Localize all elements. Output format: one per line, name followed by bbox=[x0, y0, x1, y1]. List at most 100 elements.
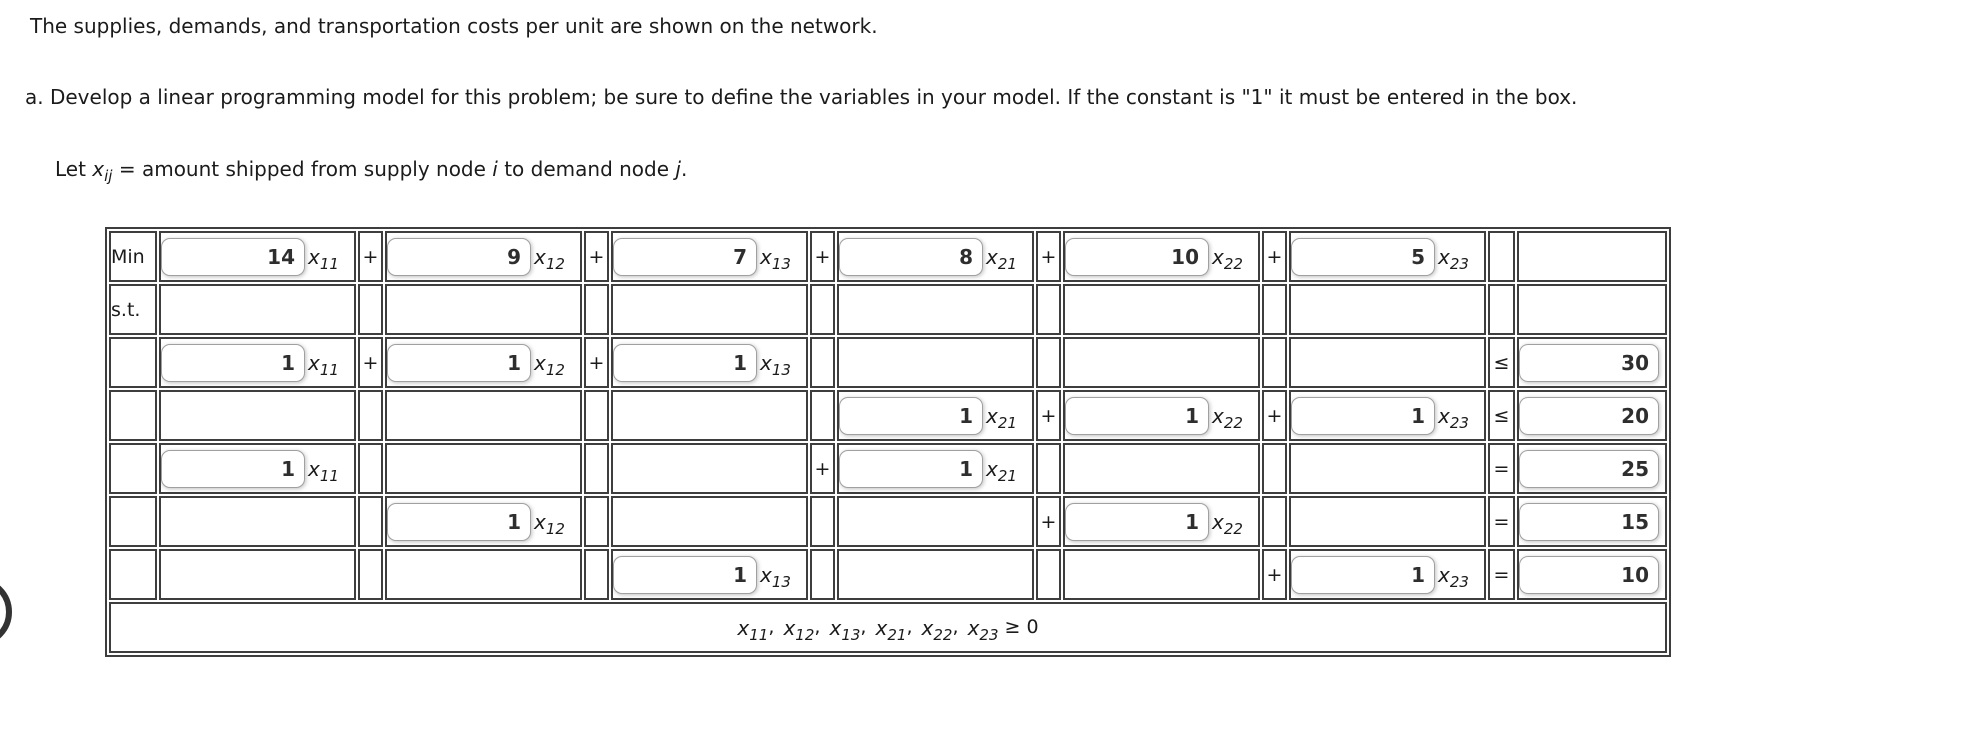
definition-between: to demand node bbox=[497, 157, 676, 181]
objective-row-coef-input-x23[interactable] bbox=[1291, 237, 1435, 276]
constraint-row-4-plus-cell-4 bbox=[1262, 496, 1287, 547]
constraint-row-1-term-cell-x22 bbox=[1063, 337, 1260, 388]
constraint-row-1-coef-input-x12[interactable] bbox=[387, 343, 531, 382]
var-label-x22: x22 bbox=[1212, 403, 1243, 432]
subject-to-row-rhs-cell bbox=[1517, 284, 1667, 335]
var-label-x22: x22 bbox=[1212, 244, 1243, 273]
var-label-x13: x13 bbox=[760, 350, 791, 379]
var-label-x22: x22 bbox=[1212, 509, 1243, 538]
plus-sign: + bbox=[362, 245, 379, 268]
constraint-row-3-plus-cell-1 bbox=[584, 443, 609, 494]
constraint-row-4-relation-cell: = bbox=[1488, 496, 1515, 547]
constraint-row-2-rhs-input[interactable] bbox=[1519, 396, 1659, 435]
constraint-row-4: x12+x22= bbox=[109, 496, 1667, 547]
constraint-row-2-term-cell-x13 bbox=[611, 390, 808, 441]
constraint-row-1-coef-input-x13[interactable] bbox=[613, 343, 757, 382]
constraint-row-5: x13 + x23 = bbox=[109, 549, 1667, 600]
constraint-row-1-plus-cell-2 bbox=[810, 337, 835, 388]
constraint-row-3-term-cell-x22 bbox=[1063, 443, 1260, 494]
constraint-row-2-coef-input-x22[interactable] bbox=[1065, 396, 1209, 435]
constraint-row-3-rhs-cell bbox=[1517, 443, 1667, 494]
constraint-row-4-coef-input-x22[interactable] bbox=[1065, 502, 1209, 541]
objective-row-coef-input-x12[interactable] bbox=[387, 237, 531, 276]
var-label-x13: x13 bbox=[760, 562, 791, 591]
objective-row-relation-cell bbox=[1488, 231, 1515, 282]
partial-circle-artifact bbox=[0, 577, 12, 647]
definition-middle: = amount shipped from supply node bbox=[112, 157, 493, 181]
constraint-row-2-rhs-cell bbox=[1517, 390, 1667, 441]
constraint-row-2-relation-cell: ≤ bbox=[1488, 390, 1515, 441]
relation-symbol: = bbox=[1493, 510, 1510, 533]
var-label-x11: x11 bbox=[308, 456, 339, 485]
nonneg-var-x12: x12 bbox=[783, 615, 815, 644]
constraint-row-4-rhs-cell bbox=[1517, 496, 1667, 547]
constraint-row-2-coef-input-x23[interactable] bbox=[1291, 396, 1435, 435]
subject-to-row-term-cell-x21 bbox=[837, 284, 1034, 335]
constraint-row-5-plus-cell-0 bbox=[358, 549, 383, 600]
subject-to-row-term-cell-x23 bbox=[1289, 284, 1486, 335]
constraint-row-5-term-cell-x13: x13 bbox=[611, 549, 808, 600]
subject-to-row-plus-cell-0 bbox=[358, 284, 383, 335]
constraint-row-5-rhs-input[interactable] bbox=[1519, 555, 1659, 594]
constraint-row-4-rhs-input[interactable] bbox=[1519, 502, 1659, 541]
constraint-row-2-term-cell-x21: x21 bbox=[837, 390, 1034, 441]
plus-sign: + bbox=[588, 245, 605, 268]
row-label-empty bbox=[109, 390, 157, 441]
constraint-row-3-coef-input-x11[interactable] bbox=[161, 449, 305, 488]
constraint-row-5-relation-cell: = bbox=[1488, 549, 1515, 600]
constraint-row-4-term-cell-x11 bbox=[159, 496, 356, 547]
objective-row-coef-input-x11[interactable] bbox=[161, 237, 305, 276]
instruction-text-a: a. Develop a linear programming model fo… bbox=[25, 85, 1578, 109]
var-label-x21: x21 bbox=[986, 403, 1017, 432]
nonnegativity-cell: x11, x12, x13, x21, x22, x23 ≥ 0 bbox=[109, 602, 1667, 653]
constraint-row-1: x11+x12+x13≤ bbox=[109, 337, 1667, 388]
constraint-row-5-term-cell-x23: x23 bbox=[1289, 549, 1486, 600]
constraint-row-1-coef-input-x11[interactable] bbox=[161, 343, 305, 382]
constraint-row-3-term-cell-x23 bbox=[1289, 443, 1486, 494]
objective-row-plus-cell-0: + bbox=[358, 231, 383, 282]
constraint-row-5-term-cell-x22 bbox=[1063, 549, 1260, 600]
objective-row-term-cell-x22: x22 bbox=[1063, 231, 1260, 282]
constraint-row-4-plus-cell-1 bbox=[584, 496, 609, 547]
var-label-x21: x21 bbox=[986, 456, 1017, 485]
objective-row-term-cell-x23: x23 bbox=[1289, 231, 1486, 282]
constraint-row-3-rhs-input[interactable] bbox=[1519, 449, 1659, 488]
objective-row-plus-cell-1: + bbox=[584, 231, 609, 282]
plus-sign: + bbox=[1266, 563, 1283, 586]
constraint-row-1-term-cell-x11: x11 bbox=[159, 337, 356, 388]
constraint-row-4-term-cell-x13 bbox=[611, 496, 808, 547]
nonneg-var-x23: x23 bbox=[967, 615, 999, 644]
row-label-min: Min bbox=[109, 231, 157, 282]
lp-model-table: Minx11+x12+x13+x21+x22+x23s.t.x11+x12+x1… bbox=[105, 227, 1671, 657]
constraint-row-3-term-cell-x21: x21 bbox=[837, 443, 1034, 494]
constraint-row-5-coef-input-x13[interactable] bbox=[613, 555, 757, 594]
constraint-row-1-plus-cell-0: + bbox=[358, 337, 383, 388]
plus-sign: + bbox=[1040, 245, 1057, 268]
constraint-row-2-coef-input-x21[interactable] bbox=[839, 396, 983, 435]
constraint-row-4-plus-cell-2 bbox=[810, 496, 835, 547]
constraint-row-3-plus-cell-0 bbox=[358, 443, 383, 494]
row-label-empty bbox=[109, 496, 157, 547]
constraint-row-2-plus-cell-4: + bbox=[1262, 390, 1287, 441]
subject-to-row: s.t. bbox=[109, 284, 1667, 335]
objective-row: Minx11+x12+x13+x21+x22+x23 bbox=[109, 231, 1667, 282]
objective-row-coef-input-x21[interactable] bbox=[839, 237, 983, 276]
constraint-row-2-plus-cell-0 bbox=[358, 390, 383, 441]
node-i-label: i bbox=[492, 157, 498, 181]
nonneg-var-x21: x21 bbox=[875, 615, 907, 644]
relation-symbol: = bbox=[1493, 563, 1510, 586]
plus-sign: + bbox=[1266, 245, 1283, 268]
objective-row-rhs-cell bbox=[1517, 231, 1667, 282]
objective-row-term-cell-x13: x13 bbox=[611, 231, 808, 282]
constraint-row-5-coef-input-x23[interactable] bbox=[1291, 555, 1435, 594]
constraint-row-3-coef-input-x21[interactable] bbox=[839, 449, 983, 488]
objective-row-coef-input-x22[interactable] bbox=[1065, 237, 1209, 276]
plus-sign: + bbox=[362, 351, 379, 374]
constraint-row-4-coef-input-x12[interactable] bbox=[387, 502, 531, 541]
definition-prefix: Let bbox=[55, 157, 93, 181]
constraint-row-1-rhs-input[interactable] bbox=[1519, 343, 1659, 382]
objective-row-coef-input-x13[interactable] bbox=[613, 237, 757, 276]
constraint-row-2-term-cell-x11 bbox=[159, 390, 356, 441]
constraint-row-5-plus-cell-4: + bbox=[1262, 549, 1287, 600]
constraint-row-5-rhs-cell bbox=[1517, 549, 1667, 600]
